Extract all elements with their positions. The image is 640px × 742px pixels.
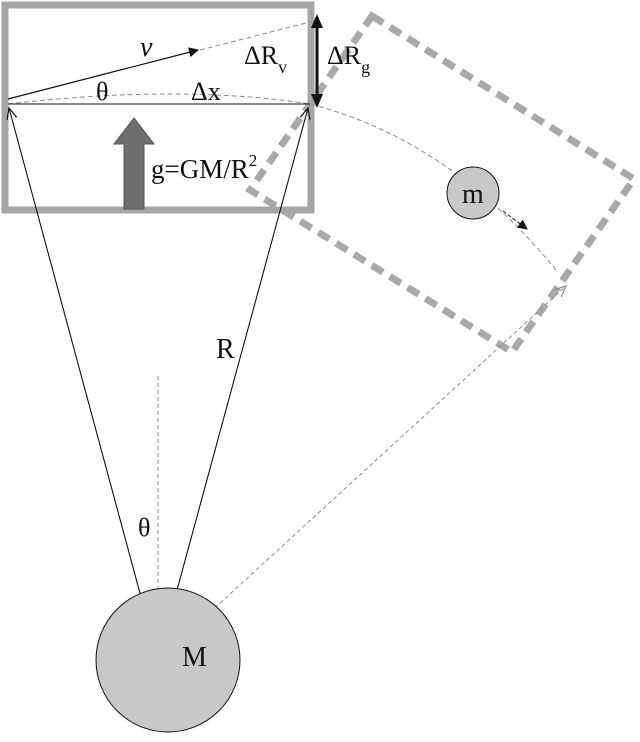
- velocity-label: v: [140, 32, 153, 63]
- delta-r-g-subscript: g: [361, 57, 370, 77]
- radius-label: R: [216, 334, 235, 365]
- delta-r-arrow-head-bottom: [311, 94, 323, 108]
- delta-r-v-label: ΔRv: [244, 41, 287, 77]
- gravity-formula-main: g=GM/R: [151, 154, 249, 184]
- delta-r-arrow-head-top: [311, 14, 323, 28]
- small-mass-label: m: [462, 179, 484, 210]
- delta-r-g-label: ΔRg: [327, 41, 370, 77]
- dashed-radius-line: [157, 286, 566, 661]
- delta-r-g-main: ΔR: [327, 41, 362, 70]
- gravity-formula-superscript: 2: [249, 151, 258, 170]
- gravity-arrow: [112, 117, 156, 210]
- central-mass-label: M: [182, 642, 207, 673]
- theta-bottom-label: θ: [138, 513, 150, 542]
- delta-r-v-main: ΔR: [244, 41, 279, 70]
- central-mass: [95, 587, 241, 733]
- radius-line-right: [157, 108, 308, 661]
- delta-x-label: Δx: [191, 77, 221, 106]
- velocity-extension: [199, 21, 311, 51]
- small-mass-velocity-arrow: [502, 210, 528, 230]
- velocity-arrow: [7, 47, 199, 100]
- radius-line-left: [9, 108, 159, 661]
- reference-box: [1, 1, 315, 214]
- theta-top-label: θ: [96, 77, 108, 106]
- delta-r-v-subscript: v: [278, 57, 287, 77]
- gravity-formula-label: g=GM/R2: [151, 151, 257, 184]
- small-mass: [446, 166, 500, 220]
- orbit-trajectory: [7, 93, 557, 271]
